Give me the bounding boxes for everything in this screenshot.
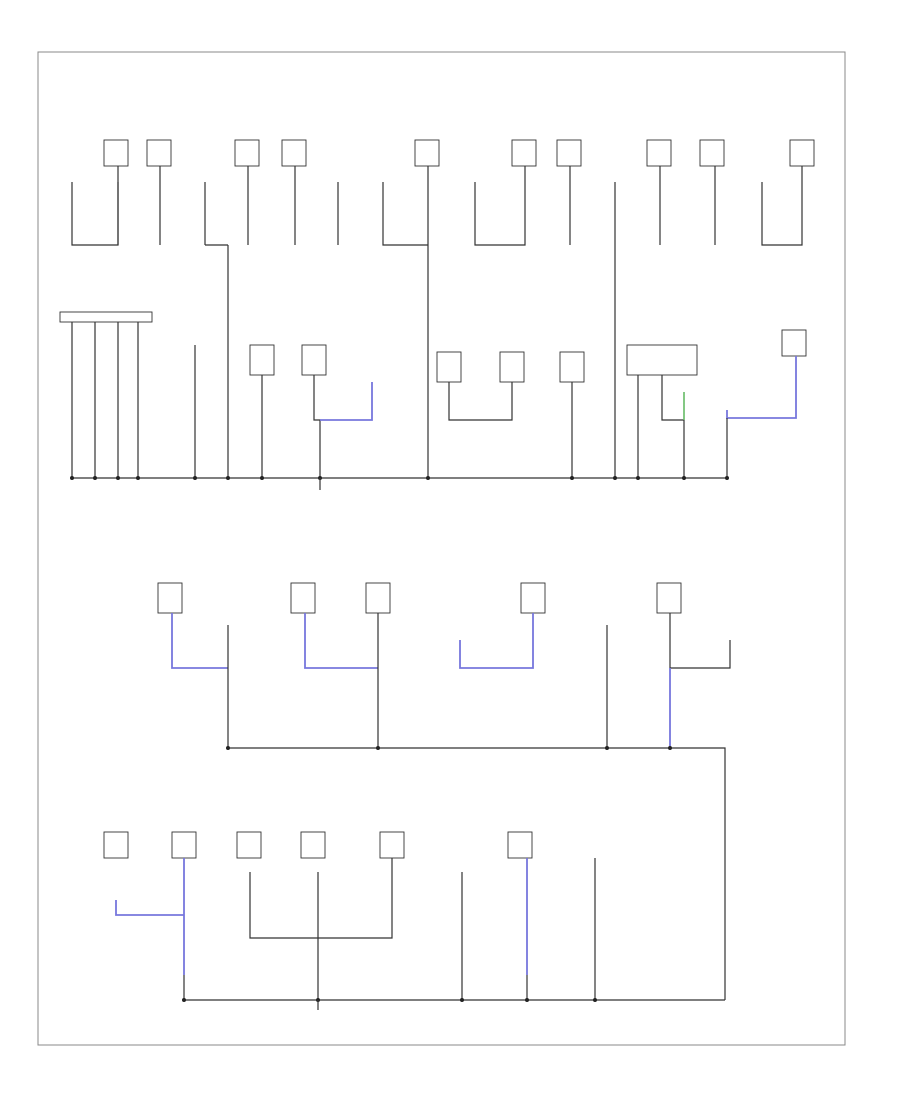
wire xyxy=(249,858,393,939)
component-box xyxy=(249,344,275,376)
component-box xyxy=(301,344,327,376)
wire xyxy=(71,322,139,478)
splice-dot xyxy=(226,746,230,750)
component-box xyxy=(236,831,262,859)
wire xyxy=(474,166,526,246)
component-box xyxy=(234,139,260,167)
wire xyxy=(313,375,321,478)
splice-dot xyxy=(525,998,529,1002)
highlighted-wire xyxy=(171,613,228,669)
component-box xyxy=(520,582,546,614)
splice-dot xyxy=(182,998,186,1002)
highlighted-wire xyxy=(320,382,373,421)
splice-dot xyxy=(376,746,380,750)
splice-dot xyxy=(93,476,97,480)
splice-dot xyxy=(570,476,574,480)
splice-dot xyxy=(682,476,686,480)
component-box xyxy=(300,831,326,859)
splice-dot xyxy=(193,476,197,480)
wire xyxy=(382,182,428,246)
bottom-section xyxy=(103,831,725,1010)
component-box xyxy=(656,582,682,614)
splice-dot xyxy=(136,476,140,480)
highlighted-wire xyxy=(304,613,378,669)
top-section xyxy=(59,139,815,490)
connector-box xyxy=(59,311,153,323)
component-box xyxy=(414,139,440,167)
wire xyxy=(448,382,513,421)
component-box xyxy=(499,351,525,383)
component-box xyxy=(290,582,316,614)
splice-dot xyxy=(426,476,430,480)
component-box xyxy=(699,139,725,167)
component-box xyxy=(789,139,815,167)
highlighted-wire xyxy=(459,613,534,669)
splice-dot xyxy=(260,476,264,480)
wire xyxy=(669,613,731,669)
component-box xyxy=(559,351,585,383)
component-box xyxy=(507,831,533,859)
component-box xyxy=(103,139,129,167)
splice-dot xyxy=(70,476,74,480)
diagram-frame xyxy=(37,51,846,1046)
component-box xyxy=(436,351,462,383)
component-box xyxy=(646,139,672,167)
splice-dot xyxy=(668,746,672,750)
component-box xyxy=(171,831,197,859)
component-box xyxy=(146,139,172,167)
component-box xyxy=(556,139,582,167)
highlighted-wire xyxy=(726,356,797,419)
highlighted-wire xyxy=(115,900,184,916)
component-box xyxy=(103,831,129,859)
component-box xyxy=(365,582,391,614)
component-box xyxy=(781,329,807,357)
splice-dot xyxy=(116,476,120,480)
splice-dot xyxy=(605,746,609,750)
component-box xyxy=(626,344,698,376)
splice-dot xyxy=(226,476,230,480)
splice-dot xyxy=(593,998,597,1002)
component-box xyxy=(157,582,183,614)
splice-dot xyxy=(613,476,617,480)
wire xyxy=(661,375,684,421)
component-box xyxy=(281,139,307,167)
component-box xyxy=(379,831,405,859)
splice-dot xyxy=(725,476,729,480)
wire xyxy=(761,166,803,246)
splice-dot xyxy=(636,476,640,480)
wire xyxy=(71,182,119,246)
middle-section xyxy=(157,582,731,1000)
component-box xyxy=(511,139,537,167)
ground-bus xyxy=(228,747,726,1000)
splice-dot xyxy=(460,998,464,1002)
